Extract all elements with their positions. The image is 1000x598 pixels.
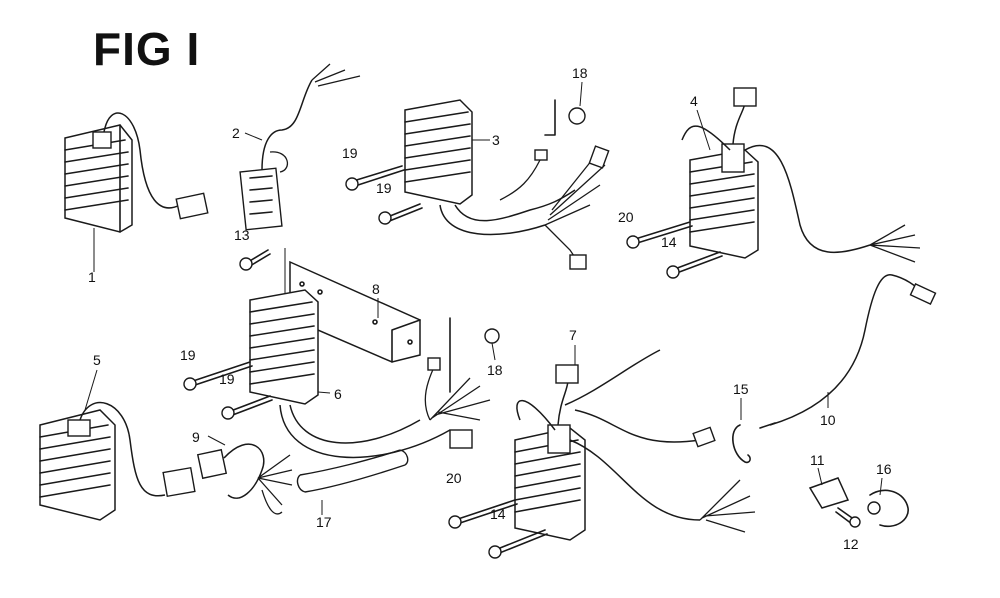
callout-16: 16 xyxy=(876,461,892,477)
callout-18-upper: 18 xyxy=(572,65,588,81)
part-13-bolt xyxy=(239,249,271,271)
part-11-bracket xyxy=(808,467,850,509)
callout-4: 4 xyxy=(690,93,698,109)
callout-1: 1 xyxy=(88,269,96,285)
callout-20-upper: 20 xyxy=(618,209,634,225)
part-4-regulator-rectifier xyxy=(681,87,921,263)
part-7-regulator-rectifier xyxy=(514,345,756,541)
callout-9: 9 xyxy=(192,429,200,445)
part-14-bolt-lower xyxy=(488,529,548,559)
callout-20-lower: 20 xyxy=(446,470,462,486)
part-17-tube xyxy=(296,449,409,515)
part-14-bolt-upper xyxy=(666,251,723,279)
part-9-wire-harness xyxy=(196,435,293,515)
figure-title: FIG I xyxy=(93,23,201,75)
callout-2: 2 xyxy=(232,125,240,141)
callout-12: 12 xyxy=(843,536,859,552)
callout-17: 17 xyxy=(316,514,332,530)
part-5-regulator-rectifier xyxy=(39,369,196,521)
callout-3: 3 xyxy=(492,132,500,148)
part-19-bolts-lower xyxy=(183,361,273,420)
part-20-bolt-upper xyxy=(626,221,693,249)
part-6-regulator-rectifier xyxy=(249,289,491,459)
callout-19-b: 19 xyxy=(376,180,392,196)
callout-11: 11 xyxy=(810,452,825,468)
callout-19-d: 19 xyxy=(219,371,235,387)
callout-14-lower: 14 xyxy=(490,506,506,522)
part-16-clamp xyxy=(867,477,909,527)
part-12-screw xyxy=(835,507,861,528)
callout-6: 6 xyxy=(334,386,342,402)
callout-14-upper: 14 xyxy=(661,234,677,250)
part-3-regulator-rectifier xyxy=(404,99,610,270)
callout-19-c: 19 xyxy=(180,347,196,363)
callout-7: 7 xyxy=(569,327,577,343)
callout-19-a: 19 xyxy=(342,145,358,161)
part-19-bolts-upper xyxy=(345,165,423,225)
callout-10: 10 xyxy=(820,412,836,428)
callout-5: 5 xyxy=(93,352,101,368)
part-10-cable xyxy=(759,274,937,429)
callout-labels: 1 2 3 4 5 6 7 8 9 10 11 12 13 14 14 15 1… xyxy=(88,65,892,552)
part-18-nut-upper xyxy=(544,81,586,136)
part-18-nut-lower xyxy=(449,317,500,393)
part-15-clip xyxy=(732,398,751,464)
part-1-regulator-rectifier xyxy=(64,112,209,272)
callout-8: 8 xyxy=(372,281,380,297)
callout-15: 15 xyxy=(733,381,749,397)
callout-18-lower: 18 xyxy=(487,362,503,378)
callout-13: 13 xyxy=(234,227,250,243)
part-20-bolt-lower xyxy=(448,499,518,529)
part-2-wire-harness xyxy=(239,63,361,231)
